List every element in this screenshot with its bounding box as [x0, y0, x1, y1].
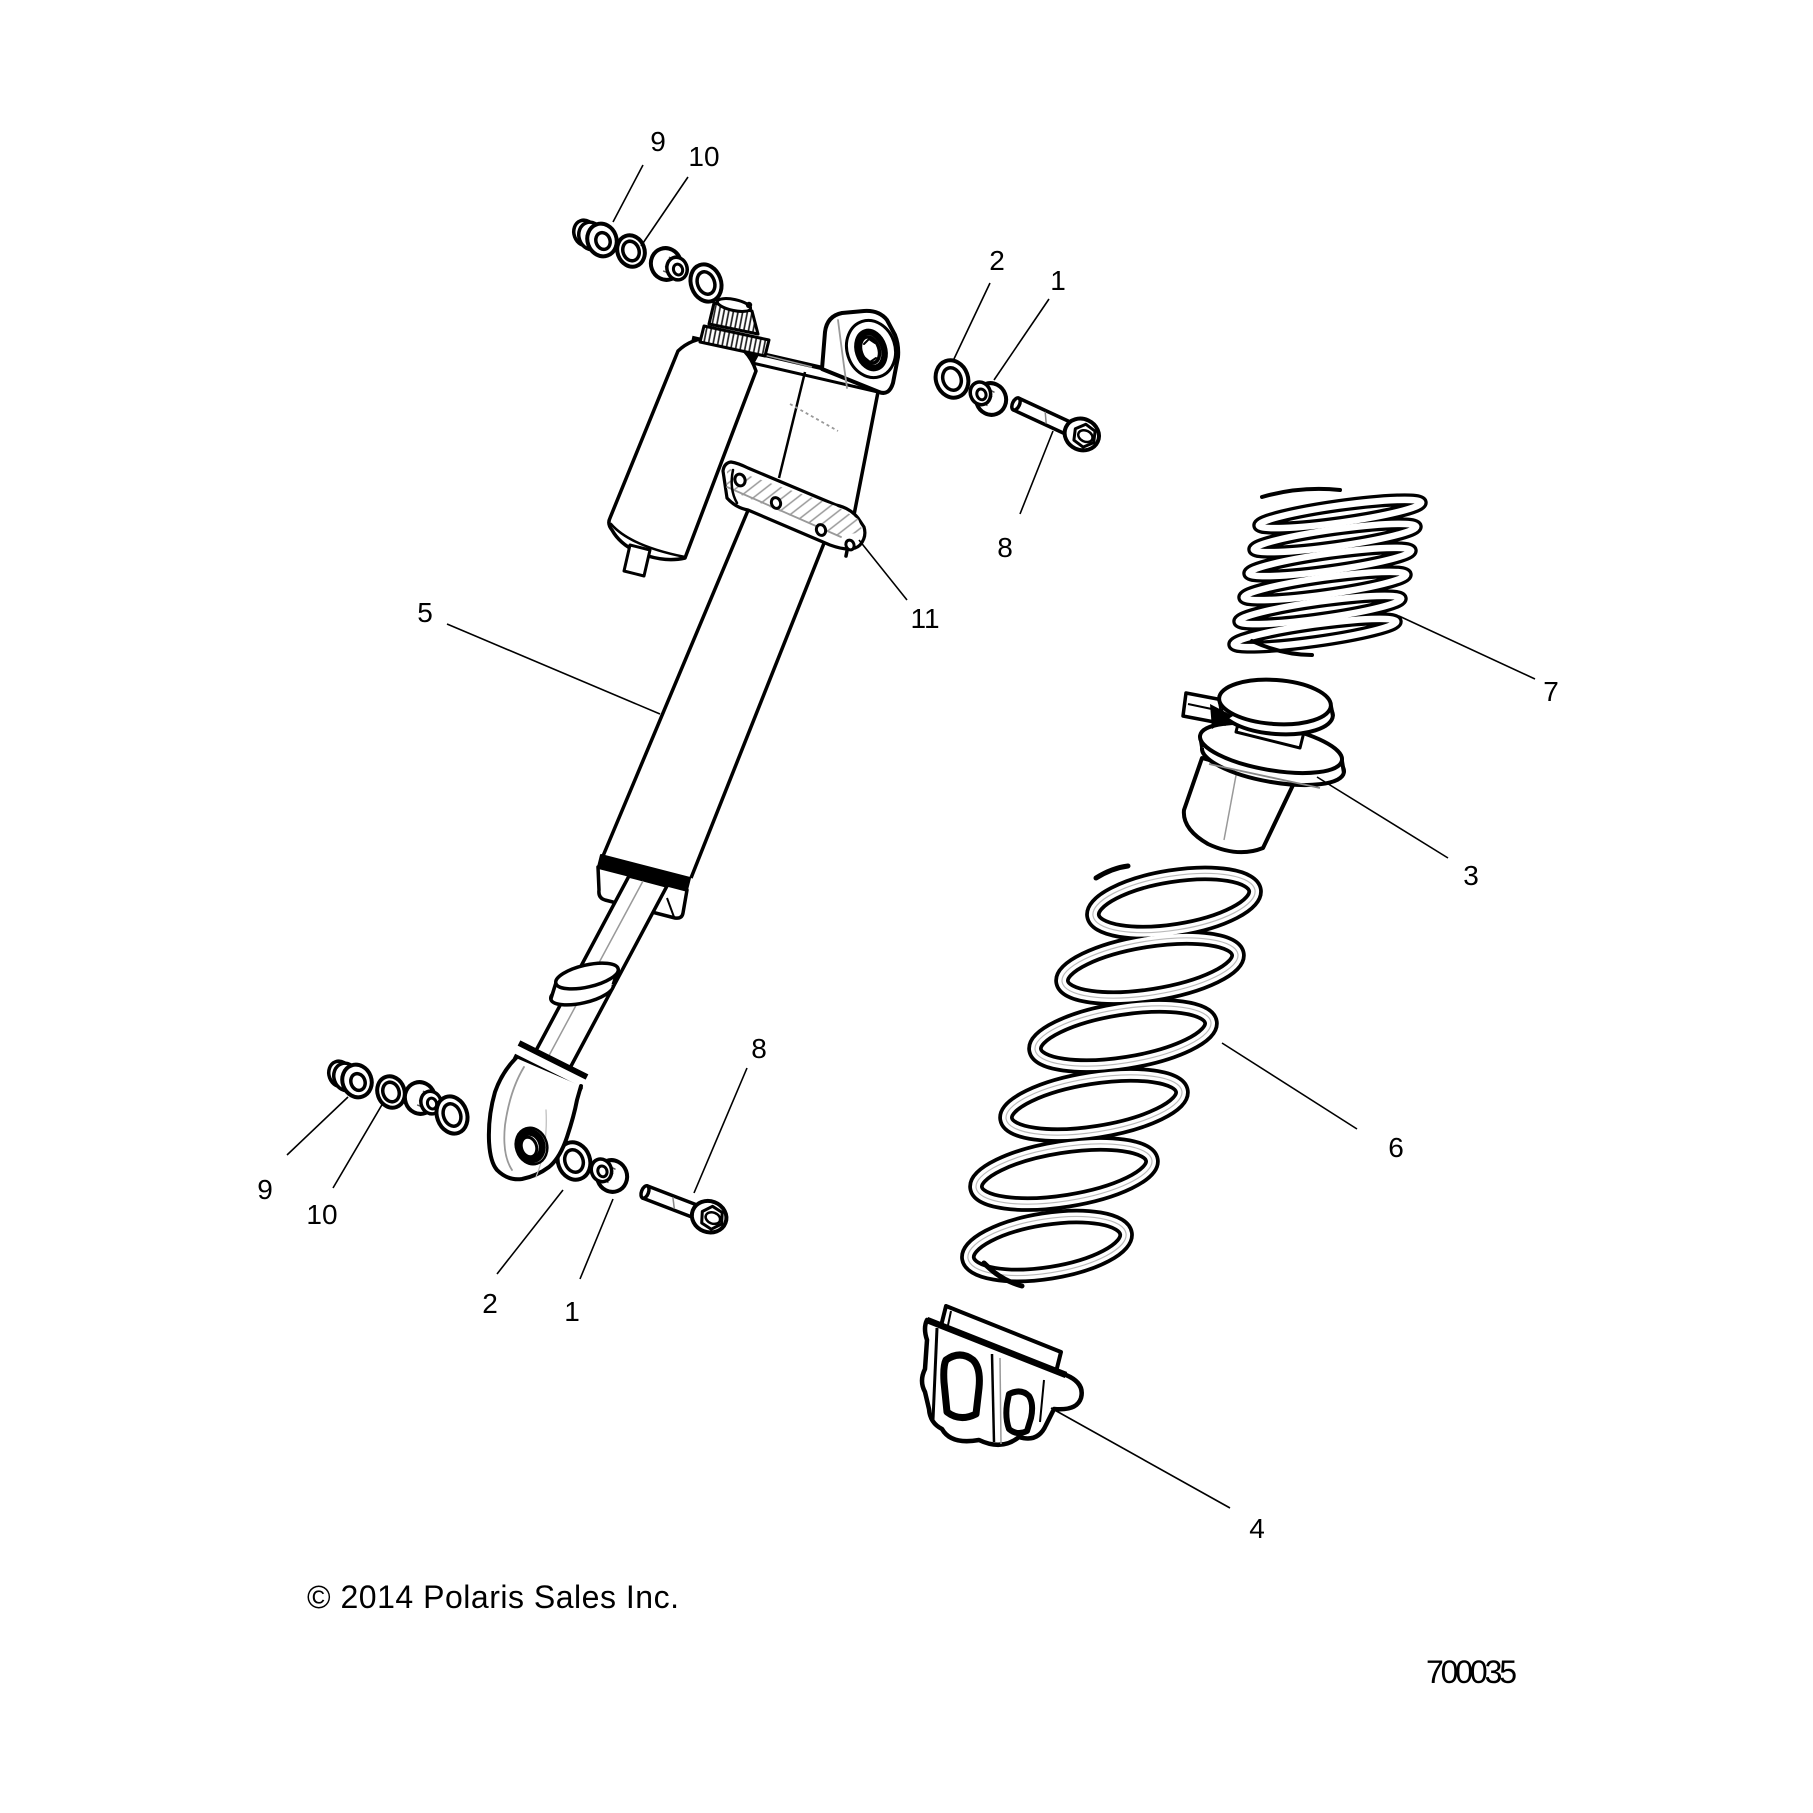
svg-text:6: 6 [1388, 1132, 1404, 1163]
svg-text:8: 8 [997, 532, 1013, 563]
svg-text:5: 5 [417, 597, 433, 628]
svg-text:7: 7 [1543, 676, 1559, 707]
svg-text:1: 1 [564, 1296, 580, 1327]
svg-text:2: 2 [482, 1288, 498, 1319]
svg-text:11: 11 [910, 603, 939, 634]
svg-text:700035: 700035 [1426, 1654, 1517, 1690]
svg-text:2: 2 [989, 245, 1005, 276]
svg-text:10: 10 [306, 1199, 337, 1230]
svg-text:10: 10 [688, 141, 719, 172]
svg-text:1: 1 [1050, 265, 1066, 296]
svg-text:4: 4 [1249, 1513, 1265, 1544]
svg-text:9: 9 [257, 1174, 273, 1205]
svg-text:3: 3 [1463, 860, 1479, 891]
svg-text:© 2014 Polaris Sales Inc.: © 2014 Polaris Sales Inc. [307, 1579, 679, 1615]
svg-text:8: 8 [751, 1033, 767, 1064]
svg-text:9: 9 [650, 126, 666, 157]
